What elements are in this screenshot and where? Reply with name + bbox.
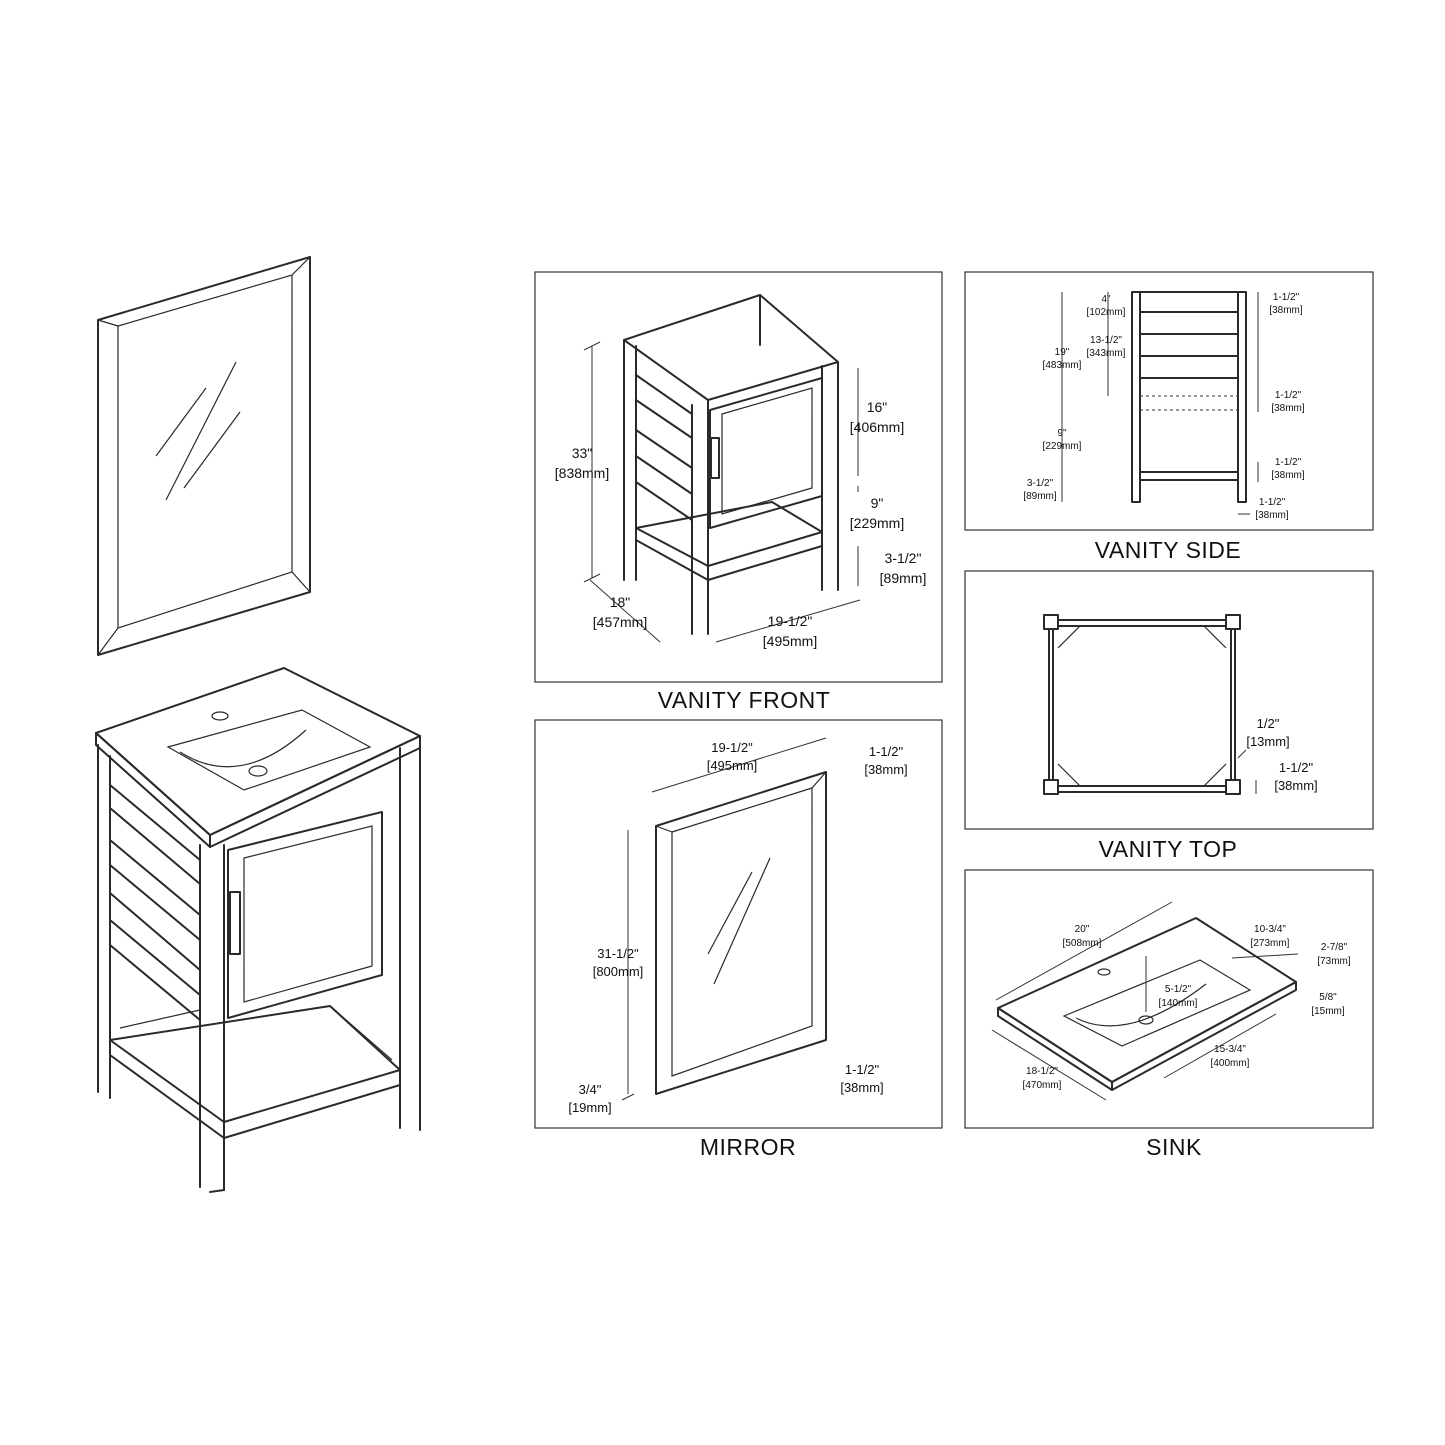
vanity-front-panel: [534, 271, 943, 683]
mirror-width-mm: [495mm]: [707, 758, 758, 773]
side-r1: 1-1/2": [1273, 292, 1300, 303]
vanity-top-panel: [964, 570, 1374, 830]
mirror-illustration: [97, 256, 311, 656]
mirror-depth: 3/4": [579, 1082, 602, 1097]
front-depth-mm: [457mm]: [593, 614, 647, 630]
side-r4: 1-1/2": [1259, 497, 1286, 508]
mirror-dimensions: 19-1/2" [495mm] 1-1/2" [38mm] 31-1/2" [8…: [568, 740, 907, 1115]
sink-drawing: [991, 901, 1299, 1101]
side-dimensions: 4" [102mm] 13-1/2" [343mm] 19" [483mm] 9…: [1023, 292, 1305, 521]
mirror-height-mm: [800mm]: [593, 964, 644, 979]
vanity-illustration: [95, 667, 421, 1193]
side-r2: 1-1/2": [1275, 390, 1302, 401]
sink-bowl-width-mm: [400mm]: [1211, 1058, 1250, 1069]
side-r3-mm: [38mm]: [1271, 470, 1305, 481]
sink-dimensions: 20" [508mm] 10-3/4" [273mm] 2-7/8" [73mm…: [1023, 924, 1351, 1091]
sink-height: 2-7/8": [1321, 942, 1348, 953]
side-r3: 1-1/2": [1275, 457, 1302, 468]
front-open: 9": [871, 495, 884, 511]
side-c-mm: [483mm]: [1043, 360, 1082, 371]
sink-bowl-depth-mm: [273mm]: [1251, 938, 1290, 949]
top-dimensions: 1/2" [13mm] 1-1/2" [38mm]: [1246, 716, 1317, 793]
mirror-height: 31-1/2": [597, 946, 639, 961]
sink-bowl-depth: 10-3/4": [1254, 924, 1286, 935]
sink-depth-mm: [470mm]: [1023, 1080, 1062, 1091]
top-b: 1-1/2": [1279, 760, 1314, 775]
sink-depth: 18-1/2": [1026, 1066, 1058, 1077]
sink-inner: 5-1/2": [1165, 984, 1192, 995]
sink-width-mm: [508mm]: [1063, 938, 1102, 949]
mirror-drawing: [621, 737, 827, 1101]
side-d: 9": [1057, 428, 1067, 439]
caption-vanity-front: VANITY FRONT: [658, 687, 831, 713]
sink-bowl-width: 15-3/4": [1214, 1044, 1246, 1055]
sink-lip: 5/8": [1319, 992, 1337, 1003]
top-b-mm: [38mm]: [1274, 778, 1317, 793]
side-e-mm: [89mm]: [1023, 491, 1057, 502]
caption-vanity-top: VANITY TOP: [1099, 836, 1238, 862]
side-r1-mm: [38mm]: [1269, 305, 1303, 316]
vanity-side-drawing: [1061, 291, 1259, 515]
caption-vanity-side: VANITY SIDE: [1095, 537, 1242, 563]
front-dimensions: 33" [838mm] 18" [457mm] 19-1/2" [495mm] …: [555, 399, 927, 649]
sink-panel: [964, 869, 1374, 1129]
front-door: 16": [867, 399, 888, 415]
caption-mirror: MIRROR: [700, 1134, 796, 1160]
sink-width: 20": [1075, 924, 1090, 935]
side-a-mm: [102mm]: [1087, 307, 1126, 318]
caption-sink: SINK: [1146, 1134, 1202, 1160]
front-open-mm: [229mm]: [850, 515, 904, 531]
side-b: 13-1/2": [1090, 335, 1122, 346]
sink-inner-mm: [140mm]: [1159, 998, 1198, 1009]
sink-lip-mm: [15mm]: [1311, 1006, 1345, 1017]
front-base-mm: [89mm]: [880, 570, 927, 586]
vanity-side-panel: [964, 271, 1374, 531]
side-e: 3-1/2": [1027, 478, 1054, 489]
top-a-mm: [13mm]: [1246, 734, 1289, 749]
front-depth: 18": [610, 594, 631, 610]
side-a: 4": [1101, 294, 1111, 305]
front-width-mm: [495mm]: [763, 633, 817, 649]
mirror-frame: 1-1/2": [869, 744, 904, 759]
mirror-depth-mm: [19mm]: [568, 1100, 611, 1115]
front-door-mm: [406mm]: [850, 419, 904, 435]
side-b-mm: [343mm]: [1087, 348, 1126, 359]
front-base: 3-1/2": [885, 550, 922, 566]
side-r2-mm: [38mm]: [1271, 403, 1305, 414]
mirror-frame2: 1-1/2": [845, 1062, 880, 1077]
mirror-frame2-mm: [38mm]: [840, 1080, 883, 1095]
mirror-frame-mm: [38mm]: [864, 762, 907, 777]
top-a: 1/2": [1257, 716, 1280, 731]
front-width: 19-1/2": [768, 613, 813, 629]
side-r4-mm: [38mm]: [1255, 510, 1289, 521]
side-c: 19": [1055, 347, 1070, 358]
sink-height-mm: [73mm]: [1317, 956, 1351, 967]
side-d-mm: [229mm]: [1043, 441, 1082, 452]
vanity-front-drawing: [583, 294, 861, 643]
vanity-top-drawing: [1043, 614, 1257, 795]
front-height-mm: [838mm]: [555, 465, 609, 481]
mirror-panel: [534, 719, 943, 1129]
front-height: 33": [572, 445, 593, 461]
mirror-width: 19-1/2": [711, 740, 753, 755]
